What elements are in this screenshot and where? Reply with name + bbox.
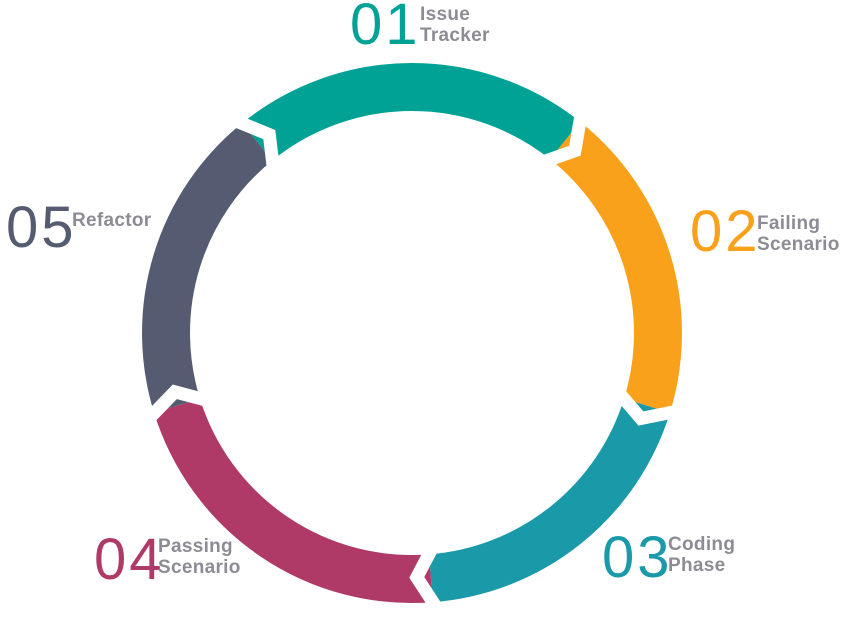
step-04-title-line2: Scenario xyxy=(158,557,241,578)
chevron-separator-icon xyxy=(234,115,280,167)
step-02-number: 02 xyxy=(690,199,761,264)
step-01-title: Issue Tracker xyxy=(420,4,490,46)
step-03-title: Coding Phase xyxy=(668,534,735,576)
step-01-title-line2: Tracker xyxy=(420,25,490,46)
step-01-title-line1: Issue xyxy=(420,4,471,25)
segment-05 xyxy=(142,123,273,413)
segment-02 xyxy=(549,121,682,413)
step-04-number: 04 xyxy=(94,527,165,592)
segment-03 xyxy=(428,398,670,603)
step-02-title-line2: Scenario xyxy=(757,234,840,255)
step-05-number: 05 xyxy=(6,195,77,260)
step-05-title: Refactor xyxy=(72,210,151,231)
step-04-title: Passing Scenario xyxy=(158,536,241,578)
step-03-title-line2: Phase xyxy=(668,555,726,576)
step-01-number: 01 xyxy=(350,0,421,57)
chevron-separator-icon xyxy=(145,384,208,422)
step-03-number: 03 xyxy=(602,525,673,590)
step-02-title: Failing Scenario xyxy=(757,213,840,255)
segment-01 xyxy=(242,63,581,161)
chevron-separator-icon xyxy=(615,390,677,426)
step-02-title-line1: Failing xyxy=(757,213,821,234)
segment-04 xyxy=(154,398,433,603)
chevron-separator-icon xyxy=(409,546,442,611)
step-03-title-line1: Coding xyxy=(668,534,736,555)
step-04-title-line1: Passing xyxy=(158,536,233,557)
step-05-title-line1: Refactor xyxy=(72,210,152,231)
chevron-separator-icon xyxy=(542,114,588,168)
